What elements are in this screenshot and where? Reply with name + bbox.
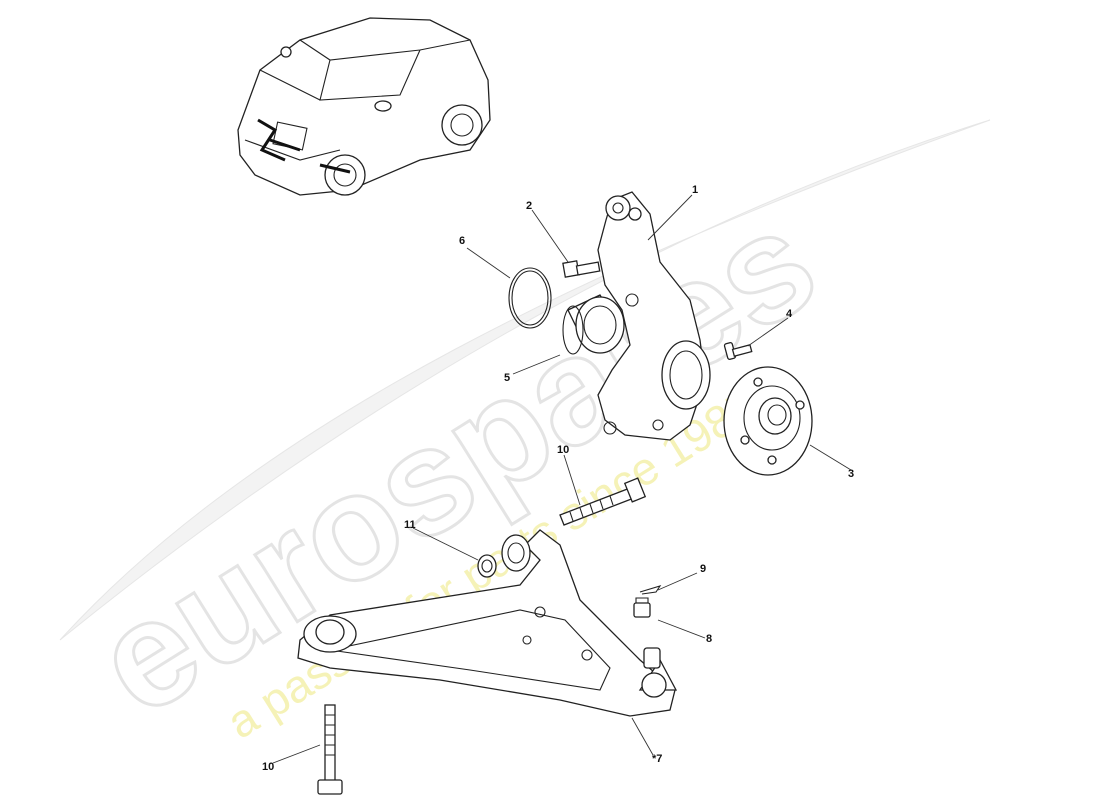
vehicle-thumbnail — [237, 17, 491, 196]
callout-8: 8 — [706, 633, 712, 645]
wheel-bearing — [562, 294, 625, 355]
callout-10-lower: 10 — [262, 761, 274, 773]
steering-knuckle — [597, 191, 711, 441]
leader-lines — [272, 194, 852, 764]
lower-control-arm — [297, 529, 678, 717]
callouts: 1 2 6 4 5 3 10 11 9 8 *7 10 — [262, 184, 854, 773]
cotter-pin — [639, 585, 662, 595]
callout-9: 9 — [700, 563, 706, 575]
snap-ring — [508, 267, 552, 329]
callout-4: 4 — [786, 308, 793, 320]
callout-3: 3 — [848, 468, 854, 480]
arm-bolt-upper — [559, 477, 647, 526]
arm-bolt-lower — [317, 704, 343, 795]
hub-bolt — [723, 342, 753, 360]
castle-nut — [633, 597, 651, 618]
callout-1: 1 — [692, 184, 698, 196]
callout-10-upper: 10 — [557, 444, 569, 456]
knuckle-bolt — [562, 260, 601, 278]
wheel-hub — [723, 366, 813, 476]
callout-5: 5 — [504, 372, 510, 384]
callout-7: *7 — [652, 753, 662, 765]
arm-nut — [477, 554, 497, 578]
callout-6: 6 — [459, 235, 465, 247]
callout-11: 11 — [404, 519, 416, 531]
callout-2: 2 — [526, 200, 532, 212]
